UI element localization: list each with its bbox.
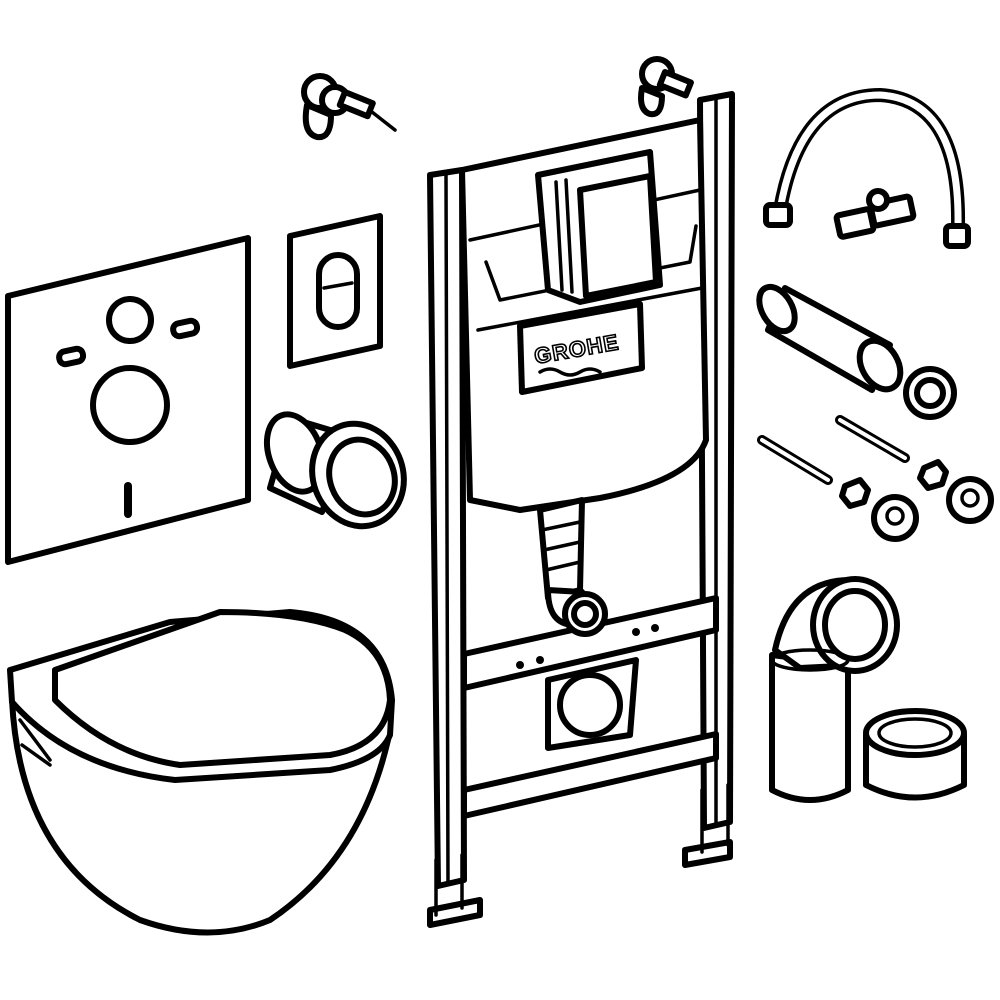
pan-connector (263, 411, 407, 530)
installation-frame: GROHE (427, 91, 735, 928)
sound-insulation-mat (5, 235, 251, 565)
wall-bracket-right (638, 56, 694, 118)
pipe-seal (903, 366, 957, 420)
elbow-pipe (769, 576, 900, 803)
nut-2 (839, 477, 871, 509)
pipe-end-cap (863, 708, 967, 801)
wall-bracket-left (301, 73, 397, 141)
cover-cap-2 (871, 494, 919, 542)
cover-cap-1 (946, 476, 994, 524)
wall-hung-wc (7, 609, 395, 936)
flush-pipe (756, 283, 904, 393)
angle-valve (833, 188, 917, 240)
fixing-bolt-2 (757, 435, 833, 485)
flush-plate (287, 213, 383, 369)
supply-hose (763, 88, 971, 249)
nut-1 (917, 459, 949, 491)
fixing-bolt-1 (835, 415, 910, 463)
